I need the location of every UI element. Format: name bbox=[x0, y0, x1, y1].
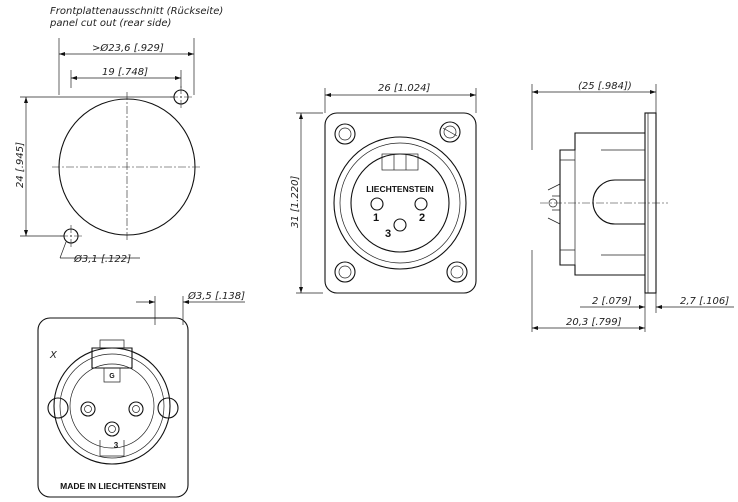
panel-cutout-view: >Ø23,6 [.929] 19 [.748] 24 [.945] Ø3,1 [… bbox=[15, 38, 202, 265]
rear-pin-left bbox=[80, 401, 96, 417]
dim-flange-thickness: 2,7 [.106] bbox=[680, 296, 729, 307]
front-hole-bottom-right bbox=[446, 261, 468, 283]
side-latch-button bbox=[592, 179, 645, 225]
front-housing-outer bbox=[333, 136, 467, 270]
front-hole-bottom-left bbox=[334, 261, 356, 283]
front-pin-1 bbox=[370, 197, 384, 211]
front-insert bbox=[350, 153, 450, 253]
rear-housing-ring bbox=[59, 353, 165, 459]
rear-flange bbox=[37, 317, 189, 498]
title-english: panel cut out (rear side) bbox=[49, 18, 171, 29]
rear-mark-x: X bbox=[49, 350, 58, 361]
front-view: 26 [1.024] 31 [1.220] LIECHTENSTEIN 1 bbox=[290, 83, 477, 294]
dim-body-depth: 20,3 [.799] bbox=[566, 317, 622, 328]
front-housing-ring bbox=[339, 142, 461, 264]
dim-hole-diameter: Ø3,1 [.122] bbox=[73, 253, 131, 265]
rear-footer-label: MADE IN LIECHTENSTEIN bbox=[60, 481, 166, 491]
rear-latch bbox=[91, 347, 133, 369]
front-flange bbox=[324, 112, 477, 294]
front-brand-label: LIECHTENSTEIN bbox=[366, 184, 434, 194]
front-pin-3-label: 3 bbox=[385, 228, 391, 240]
rear-hole-left bbox=[47, 397, 69, 419]
rear-pin-g-label: G bbox=[109, 373, 115, 380]
rear-pin-right bbox=[128, 401, 144, 417]
side-body bbox=[559, 132, 645, 276]
front-pin-1-label: 1 bbox=[373, 212, 379, 224]
front-hole-top-right bbox=[439, 121, 461, 143]
rear-pin-3-label: 3 bbox=[114, 441, 119, 450]
front-hole-top-left bbox=[334, 123, 356, 145]
front-pin-2-label: 2 bbox=[419, 212, 425, 224]
dim-rear-mount-hole: Ø3,5 [.138] bbox=[187, 290, 245, 302]
dim-front-width: 26 [1.024] bbox=[378, 83, 430, 94]
rear-view: Ø3,5 [.138] X G 3 MADE IN LIECHTENSTEIN bbox=[37, 290, 245, 498]
rear-pin-3 bbox=[104, 421, 120, 437]
title-german: Frontplattenausschnitt (Rückseite) bbox=[50, 6, 223, 17]
front-pin-2 bbox=[414, 197, 428, 211]
rear-housing-outer bbox=[53, 347, 171, 465]
dim-hole-spacing-vertical: 24 [.945] bbox=[15, 142, 26, 188]
dim-flange-inner: 2 [.079] bbox=[592, 296, 632, 307]
dim-hole-spacing-horizontal: 19 [.748] bbox=[102, 67, 148, 78]
front-pin-3 bbox=[393, 218, 407, 232]
dim-outer-diameter: >Ø23,6 [.929] bbox=[92, 42, 164, 54]
rear-hole-right bbox=[157, 397, 179, 419]
front-latch bbox=[381, 153, 419, 171]
dim-overall-depth: (25 [.984]) bbox=[578, 81, 632, 92]
side-view: (25 [.984]) 2 [.079] 2,7 [.106] 20,3 [.7… bbox=[531, 81, 734, 332]
dim-front-height: 31 [1.220] bbox=[290, 176, 301, 228]
rear-insert bbox=[69, 363, 155, 449]
